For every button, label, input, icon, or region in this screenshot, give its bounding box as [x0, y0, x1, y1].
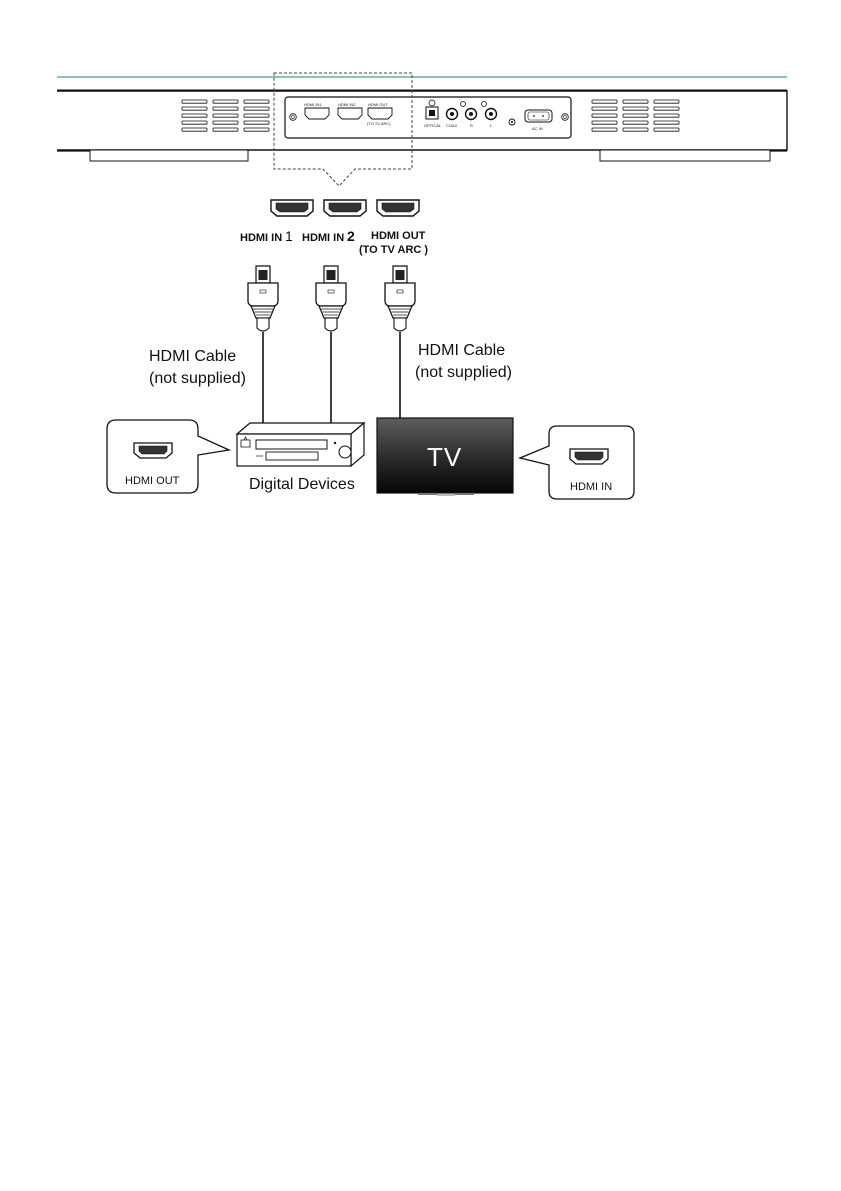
hdmi-in1-label: HDMI IN: [240, 232, 282, 244]
panel-ac-in-label: AC IN: [532, 126, 543, 131]
panel-hdmi-out-port-icon[interactable]: [368, 108, 392, 119]
hdmi-out-label: HDMI OUT: [371, 230, 426, 242]
callout-hdmi-in-label: HDMI IN: [570, 481, 612, 493]
callout-hdmi-in-port-icon[interactable]: [570, 449, 608, 464]
connector-plate: HDMI IN1 HDMI IN2 HDMI OUT (TO TV ARC) O…: [285, 97, 571, 138]
hdmi-plug-in1-icon: [248, 266, 278, 331]
callout-hdmi-out-label: HDMI OUT: [125, 475, 180, 487]
panel-hdmi-in1-port-icon[interactable]: [305, 108, 329, 119]
digital-device-illustration: [237, 423, 364, 466]
tv-label: TV: [427, 442, 462, 472]
enlarged-hdmi-out-port-icon[interactable]: [377, 200, 419, 216]
hdmi-plug-out-icon: [385, 266, 415, 331]
right-port-callout: HDMI IN: [520, 426, 634, 499]
left-cable-label-line1: HDMI Cable: [149, 348, 236, 365]
right-vent-grille-icon: [592, 100, 679, 131]
panel-hdmi-out-sub-label: (TO TV ARC): [367, 121, 391, 126]
panel-hdmi-in2-label: HDMI IN2: [338, 102, 356, 107]
soundbar-left-foot: [90, 150, 248, 161]
hdmi-in2-number: 2: [347, 228, 355, 244]
panel-optical-label: OPTICAL: [424, 123, 442, 128]
hdmi-cables: [248, 266, 415, 331]
hdmi-plug-in2-icon: [316, 266, 346, 331]
hdmi-in2-label: HDMI IN: [302, 232, 344, 244]
soundbar-right-foot: [600, 150, 770, 161]
right-cable-label-line2: (not supplied): [415, 364, 512, 381]
panel-hdmi-in2-port-icon[interactable]: [338, 108, 362, 119]
enlarged-ports: HDMI IN 1 HDMI IN 2 HDMI OUT (TO TV ARC …: [240, 200, 428, 256]
enlarged-hdmi-in2-port-icon[interactable]: [324, 200, 366, 216]
hdmi-out-sub-label: (TO TV ARC ): [359, 244, 428, 256]
panel-hdmi-out-label: HDMI OUT: [368, 102, 388, 107]
left-port-callout: HDMI OUT: [107, 420, 229, 493]
callout-hdmi-out-port-icon[interactable]: [134, 443, 172, 458]
left-cable-label-line2: (not supplied): [149, 370, 246, 387]
hdmi-in1-number: 1: [285, 228, 293, 244]
panel-hdmi-in1-label: HDMI IN1: [304, 102, 322, 107]
soundbar-rear-view: HDMI IN1 HDMI IN2 HDMI OUT (TO TV ARC) O…: [57, 73, 787, 186]
right-cable-label-line1: HDMI Cable: [418, 342, 505, 359]
panel-rca-r-label: R: [470, 123, 473, 128]
enlarged-hdmi-in1-port-icon[interactable]: [271, 200, 313, 216]
left-vent-grille-icon: [182, 100, 269, 131]
panel-coax-label: COAX: [446, 123, 458, 128]
digital-devices-label: Digital Devices: [249, 476, 355, 493]
